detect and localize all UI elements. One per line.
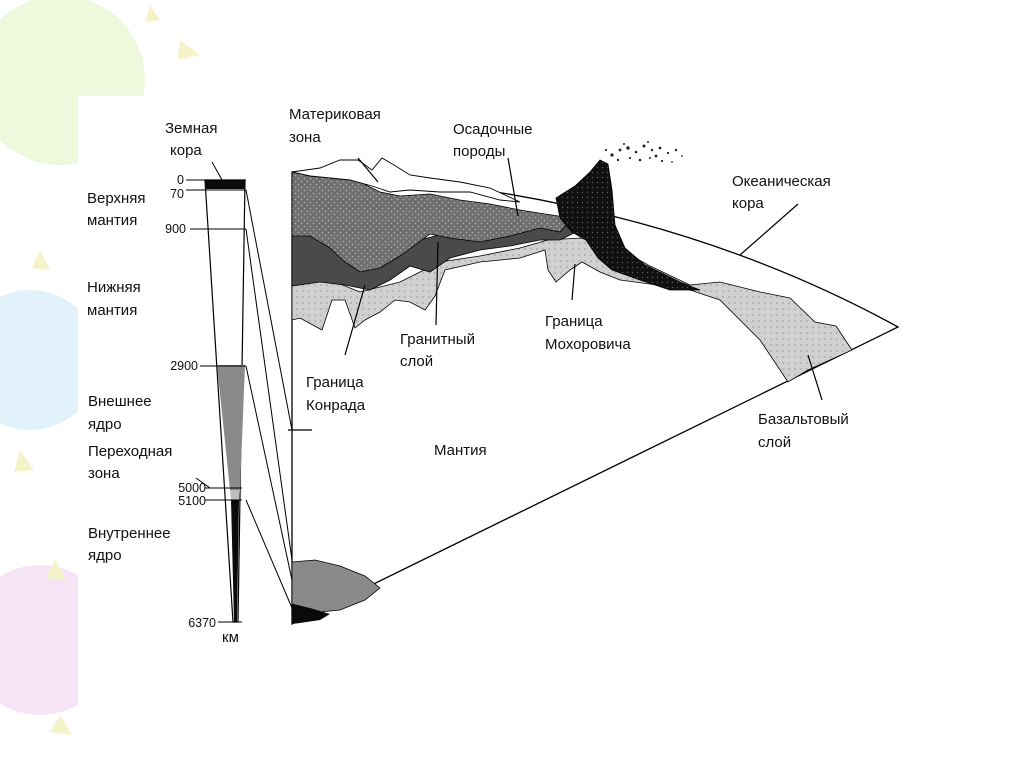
depth-2900: 2900: [170, 359, 198, 373]
label-lower-mantle-1: Нижняя: [87, 279, 141, 296]
label-sedimentary-2: породы: [453, 143, 505, 160]
depth-70: 70: [170, 187, 184, 201]
label-inner-core-2: ядро: [88, 547, 122, 564]
depth-unit: км: [222, 629, 239, 646]
depth-0: 0: [177, 173, 184, 187]
label-upper-mantle-1: Верхняя: [87, 190, 146, 207]
depth-6370: 6370: [188, 616, 216, 630]
basalt-layer: [291, 237, 853, 383]
label-transition-1: Переходная: [88, 443, 172, 460]
depth-scale: 0 70 900 2900 5000 5100 6370 км Земная к…: [87, 120, 246, 646]
crust-band: [205, 180, 245, 189]
label-moho-2: Мохоровича: [545, 336, 631, 353]
label-mantle: Мантия: [434, 442, 487, 459]
label-conrad-2: Конрада: [306, 397, 366, 414]
inner-core-band: [231, 500, 239, 622]
label-outer-core-1: Внешнее: [88, 393, 152, 410]
mountain-snow: [291, 157, 521, 203]
label-oceanic-2: кора: [732, 195, 764, 212]
label-basalt-1: Базальтовый: [758, 411, 849, 428]
label-conrad-1: Граница: [306, 374, 364, 391]
outer-core-band: [217, 365, 245, 490]
sedimentary-layer: [291, 171, 573, 273]
wedge-inner-core: [292, 604, 330, 624]
label-basalt-2: слой: [758, 434, 791, 451]
label-earth-crust-2: кора: [170, 142, 202, 159]
cross-section: [291, 141, 900, 626]
label-moho-1: Граница: [545, 313, 603, 330]
section-leaders: [288, 157, 823, 431]
label-outer-core-2: ядро: [88, 416, 122, 433]
transition-leader: [195, 477, 211, 489]
label-continental-2: зона: [289, 129, 321, 146]
label-inner-core-1: Внутреннее: [88, 525, 171, 542]
section-labels: Материковая зона Осадочные породы Океани…: [289, 106, 849, 459]
ash-plume: [604, 141, 683, 163]
zoom-connectors: [245, 189, 293, 609]
depth-5100: 5100: [178, 494, 206, 508]
depth-900: 900: [165, 222, 186, 236]
label-earth-crust-1: Земная: [165, 120, 217, 137]
label-sedimentary-1: Осадочные: [453, 121, 533, 138]
label-continental-1: Материковая: [289, 106, 381, 123]
crust-leader: [211, 161, 223, 181]
label-granite-1: Гранитный: [400, 331, 475, 348]
volcano: [555, 159, 701, 291]
label-oceanic-1: Океаническая: [732, 173, 831, 190]
depth-5000: 5000: [178, 481, 206, 495]
label-lower-mantle-2: мантия: [87, 302, 137, 319]
label-upper-mantle-2: мантия: [87, 212, 137, 229]
label-granite-2: слой: [400, 353, 433, 370]
transition-band: [230, 490, 240, 500]
label-transition-2: зона: [88, 465, 120, 482]
